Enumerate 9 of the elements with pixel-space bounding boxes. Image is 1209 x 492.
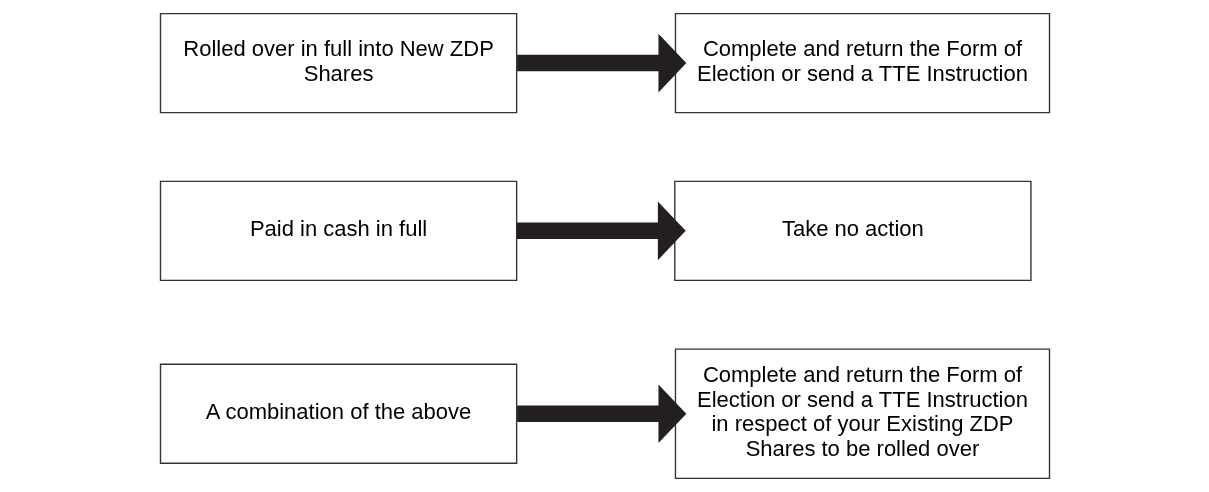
node-box: A combination of the above: [159, 363, 517, 464]
node-box: Take no action: [673, 180, 1032, 282]
node-box: Rolled over in full into New ZDP Shares: [159, 12, 517, 114]
arrow: [516, 33, 686, 93]
arrow: [516, 201, 686, 261]
node-box: Complete and return the Form of Election or send a TTE Instruction in respect of your Existing ZDP Shares to be rolled over: [674, 348, 1050, 480]
node-box: Complete and return the Form of Election or send a TTE Instruction: [674, 12, 1050, 114]
node-box: Paid in cash in full: [159, 180, 517, 282]
arrow: [516, 384, 686, 444]
